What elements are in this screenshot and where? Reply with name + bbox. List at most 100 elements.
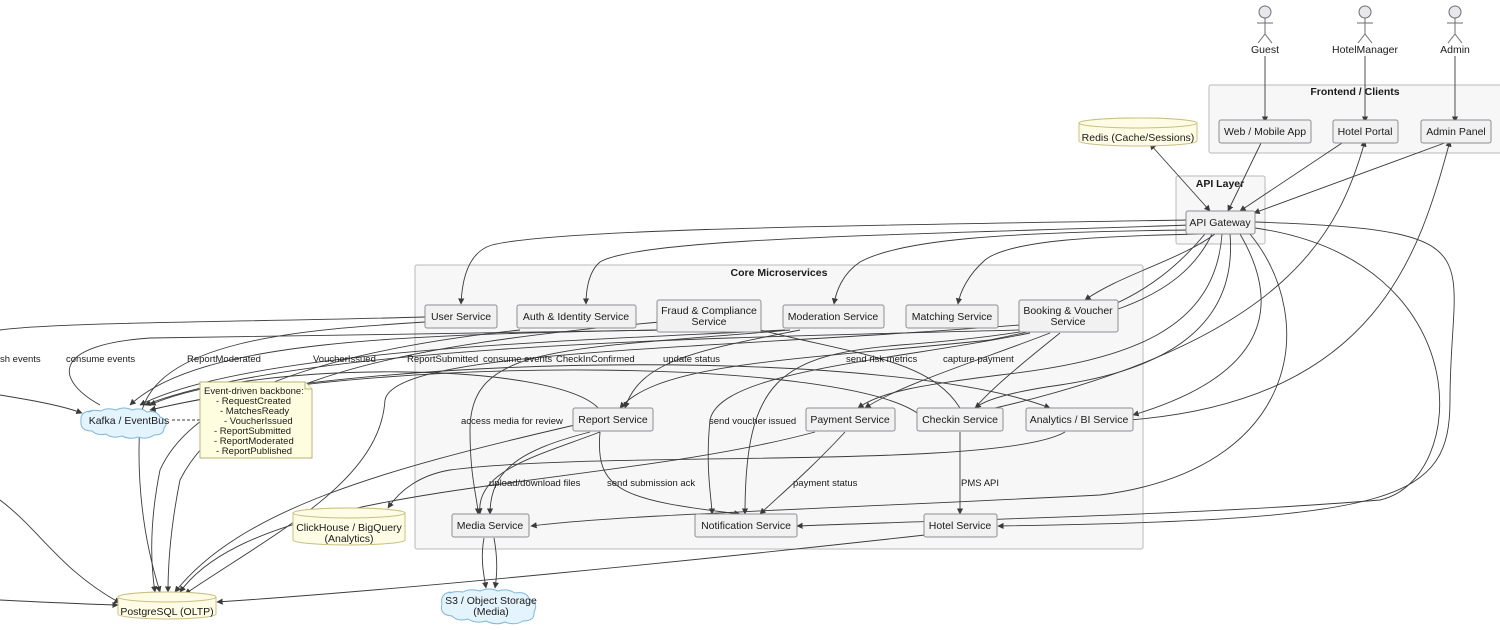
svg-text:Report Service: Report Service xyxy=(578,414,648,426)
note-line-6: - ReportPublished xyxy=(216,446,292,457)
edge-gateway-analytics xyxy=(1132,233,1262,417)
edge-booking-checkin xyxy=(974,332,1061,409)
node-report-service[interactable]: Report Service xyxy=(572,407,654,432)
label-send-submission-ack: send submission ack xyxy=(607,478,695,489)
edge-hotel-postgres xyxy=(216,534,926,605)
svg-text:Service: Service xyxy=(691,316,726,328)
node-api-gateway[interactable]: API Gateway xyxy=(1185,210,1256,235)
label-send-risk-metrics: send risk metrics xyxy=(846,354,918,365)
note-line-1: - RequestCreated xyxy=(216,396,291,407)
svg-text:API Gateway: API Gateway xyxy=(1189,217,1251,229)
edge-report-media xyxy=(486,431,591,515)
node-fraud-compliance-service[interactable]: Fraud & Compliance Service xyxy=(656,299,762,333)
node-media-service[interactable]: Media Service xyxy=(451,513,530,538)
edge-moderation-media xyxy=(469,329,791,515)
svg-text:Media Service: Media Service xyxy=(457,520,524,532)
node-checkin-service[interactable]: Checkin Service xyxy=(916,407,1004,432)
actor-hotel-manager-label: HotelManager xyxy=(1332,44,1398,56)
edge-gateway-matching xyxy=(955,233,1201,305)
edge-labels: sh events consume events ReportModerated… xyxy=(0,354,1014,489)
note-line-5: - ReportModerated xyxy=(214,436,294,447)
edge-portal-gateway xyxy=(1239,140,1346,212)
node-web-mobile-app[interactable]: Web / Mobile App xyxy=(1218,119,1312,144)
edges xyxy=(0,56,1459,608)
edge-user-postgres xyxy=(138,321,426,593)
svg-text:Matching Service: Matching Service xyxy=(912,311,993,323)
svg-text:User Service: User Service xyxy=(431,311,491,323)
svg-text:PostgreSQL (OLTP): PostgreSQL (OLTP) xyxy=(120,606,213,618)
core-microservices-group: Core Microservices xyxy=(414,264,1144,550)
label-send-voucher-issued: send voucher issued xyxy=(709,416,796,427)
label-consume-events-1: consume events xyxy=(66,354,135,365)
node-payment-service[interactable]: Payment Service xyxy=(805,407,896,432)
edge-gateway-user xyxy=(458,219,1187,305)
node-user-service[interactable]: User Service xyxy=(424,304,498,329)
edge-gateway-notification xyxy=(741,233,1213,515)
node-notification-service[interactable]: Notification Service xyxy=(694,513,798,538)
svg-text:ClickHouse / BigQuery: ClickHouse / BigQuery xyxy=(296,522,402,534)
api-layer-group-title: API Layer xyxy=(1196,178,1244,190)
label-capture-payment: capture payment xyxy=(943,354,1014,365)
edge-payment-notification xyxy=(759,431,846,515)
edge-user-kafka xyxy=(0,316,426,331)
node-auth-identity-service[interactable]: Auth & Identity Service xyxy=(516,304,637,329)
edge-moderation-report xyxy=(623,329,801,409)
edge-report-notification xyxy=(598,431,741,517)
svg-text:Service: Service xyxy=(1050,316,1085,328)
edge-gateway-checkin xyxy=(974,233,1231,409)
note-line-0: Event-driven backbone: xyxy=(204,386,304,397)
frontend-group-title: Frontend / Clients xyxy=(1310,86,1399,98)
svg-text:Moderation Service: Moderation Service xyxy=(788,311,879,323)
svg-text:Notification Service: Notification Service xyxy=(701,520,791,532)
edge-gateway-auth xyxy=(582,224,1191,305)
node-moderation-service[interactable]: Moderation Service xyxy=(782,304,885,329)
svg-text:S3 / Object Storage: S3 / Object Storage xyxy=(445,595,537,607)
label-update-status: update status xyxy=(663,354,720,365)
node-hotel-portal[interactable]: Hotel Portal xyxy=(1332,119,1399,144)
edge-left-postgres-2 xyxy=(0,599,119,608)
label-pms-api: PMS API xyxy=(961,478,999,489)
store-redis[interactable]: Redis (Cache/Sessions) xyxy=(1078,117,1198,147)
edge-booking-notification xyxy=(707,332,1031,515)
note-line-4: - ReportSubmitted xyxy=(214,426,291,437)
edge-publish-events xyxy=(0,394,83,415)
edge-checkin-portal xyxy=(994,140,1367,409)
svg-text:Fraud & Compliance: Fraud & Compliance xyxy=(661,305,757,317)
actor-hotel-manager[interactable]: HotelManager xyxy=(1332,5,1398,56)
edge-report-media-2 xyxy=(476,431,601,515)
svg-text:Web / Mobile App: Web / Mobile App xyxy=(1224,126,1306,138)
label-report-moderated: ReportModerated xyxy=(187,354,261,365)
svg-text:(Media): (Media) xyxy=(473,606,509,618)
svg-text:Analytics / BI Service: Analytics / BI Service xyxy=(1030,414,1129,426)
edge-payment-postgres xyxy=(179,431,816,593)
label-upload-download: upload/download files xyxy=(489,478,581,489)
store-s3-object-storage[interactable]: S3 / Object Storage (Media) xyxy=(441,588,537,625)
node-matching-service[interactable]: Matching Service xyxy=(905,304,999,329)
svg-text:Auth & Identity Service: Auth & Identity Service xyxy=(523,311,629,323)
actor-guest-label: Guest xyxy=(1251,44,1279,56)
edge-report-postgres xyxy=(174,424,576,593)
edge-adminpanel-gateway xyxy=(1253,140,1451,215)
store-clickhouse-bigquery[interactable]: ClickHouse / BigQuery (Analytics) xyxy=(292,507,406,546)
actor-guest[interactable]: Guest xyxy=(1251,5,1279,56)
core-group-title: Core Microservices xyxy=(731,267,828,279)
edge-fraud-checkin xyxy=(759,329,961,409)
edge-booking-payment xyxy=(864,332,1051,409)
node-hotel-service[interactable]: Hotel Service xyxy=(923,513,998,538)
actor-admin-label: Admin xyxy=(1440,44,1470,56)
note-line-3: - VoucherIssued xyxy=(224,416,293,427)
edge-gateway-hotel xyxy=(997,221,1455,530)
store-postgresql[interactable]: PostgreSQL (OLTP) xyxy=(117,591,217,620)
store-kafka-eventbus[interactable]: Kafka / EventBus xyxy=(80,407,169,439)
label-consume-events-2: consume events xyxy=(483,354,552,365)
label-publish-events: sh events xyxy=(0,354,41,365)
svg-text:Hotel Portal: Hotel Portal xyxy=(1338,126,1393,138)
label-payment-status: payment status xyxy=(793,478,858,489)
node-booking-voucher-service[interactable]: Booking & Voucher Service xyxy=(1018,299,1119,333)
node-admin-panel[interactable]: Admin Panel xyxy=(1420,119,1492,144)
actor-admin[interactable]: Admin xyxy=(1440,5,1470,56)
svg-text:Admin Panel: Admin Panel xyxy=(1426,126,1486,138)
edge-gateway-moderation xyxy=(831,229,1193,305)
node-analytics-bi-service[interactable]: Analytics / BI Service xyxy=(1025,407,1134,432)
